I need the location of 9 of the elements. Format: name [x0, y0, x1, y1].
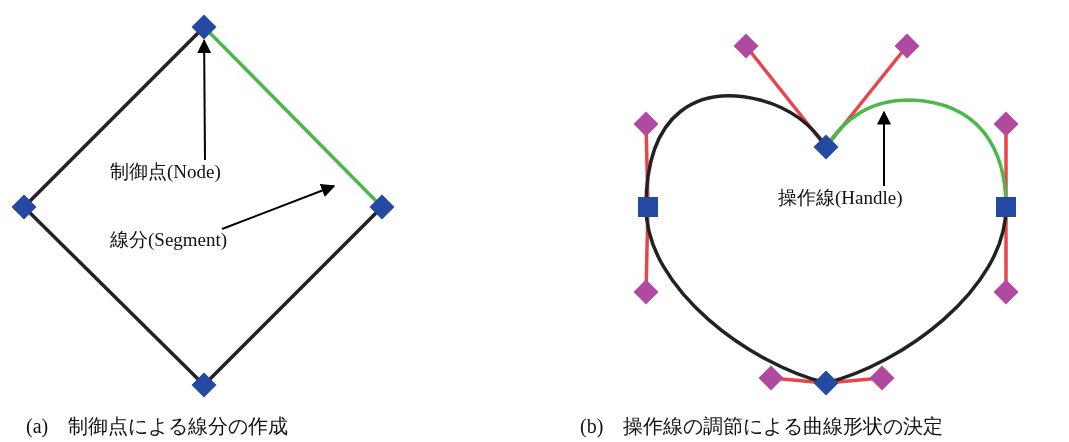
- leader-arrow: [221, 184, 336, 230]
- callout-label: 線分(Segment): [110, 228, 228, 252]
- callout-label: 操作線(Handle): [778, 186, 903, 210]
- callout-label: 制御点(Node): [110, 160, 221, 184]
- panel-caption: (a) 制御点による線分の作成: [26, 414, 289, 438]
- control-point-marker: [191, 14, 217, 40]
- leader-arrow: [877, 110, 891, 187]
- panel-caption: (b) 操作線の調節による曲線形状の決定: [580, 414, 944, 438]
- leader-arrow: [197, 39, 212, 161]
